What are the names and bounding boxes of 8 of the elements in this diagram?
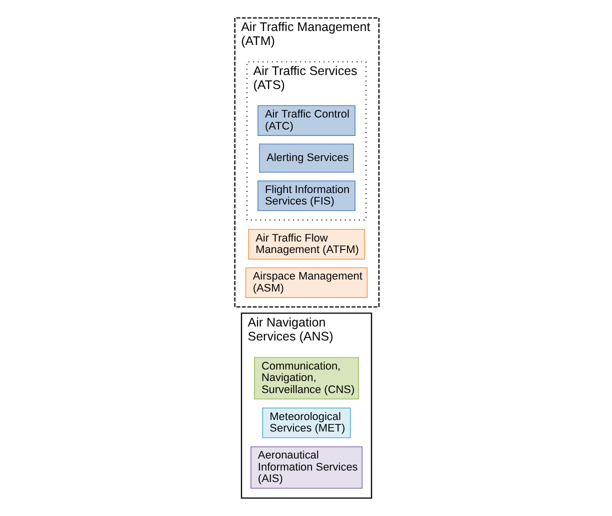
node-box: Airspace Management (ASM) [244,267,368,298]
node-box: Meteorological Services (MET) [262,408,350,438]
node-box: Flight Information Services (FIS) [257,180,355,211]
node-box: Communication, Navigation, Surveillance (CNS) [254,357,358,400]
node-box: Air Traffic Flow Management (ATFM) [248,229,364,260]
node-box: Air Traffic Control (ATC) [257,105,355,136]
node-box: Aeronautical Information Services (AIS) [250,446,362,489]
node-box: Alerting Services [258,144,354,173]
